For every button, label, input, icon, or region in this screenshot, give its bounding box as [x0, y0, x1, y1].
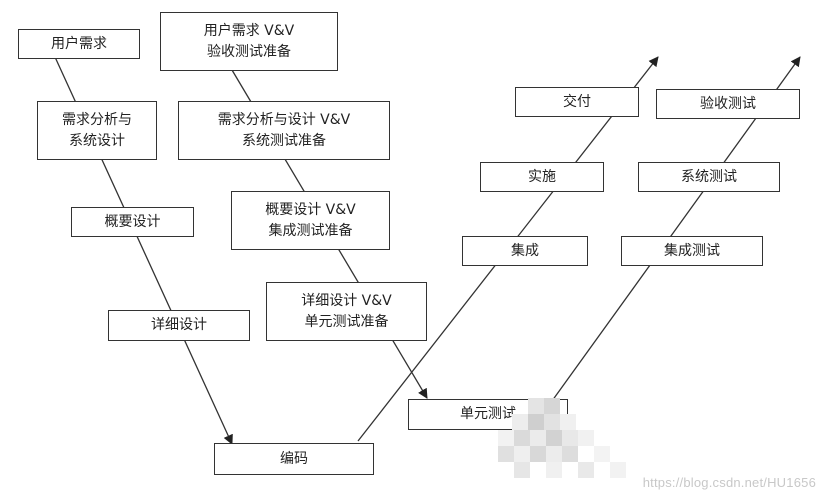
box-preliminary-design: 概要设计	[71, 207, 194, 237]
blur-mosaic	[498, 398, 648, 496]
box-integration-test: 集成测试	[621, 236, 763, 266]
box-implementation: 实施	[480, 162, 604, 192]
box-detailed-design-vv: 详细设计 V&V 单元测试准备	[266, 282, 427, 341]
box-acceptance-test: 验收测试	[656, 89, 800, 119]
box-delivery: 交付	[515, 87, 639, 117]
box-detailed-design: 详细设计	[108, 310, 250, 341]
box-integration: 集成	[462, 236, 588, 266]
watermark-url: https://blog.csdn.net/HU1656	[642, 475, 816, 490]
box-system-test: 系统测试	[638, 162, 780, 192]
box-preliminary-design-vv: 概要设计 V&V 集成测试准备	[231, 191, 390, 250]
box-requirements-analysis: 需求分析与 系统设计	[37, 101, 157, 160]
box-user-requirements-vv: 用户需求 V&V 验收测试准备	[160, 12, 338, 71]
box-requirements-design-vv: 需求分析与设计 V&V 系统测试准备	[178, 101, 390, 160]
box-user-requirements: 用户需求	[18, 29, 140, 59]
box-coding: 编码	[214, 443, 374, 475]
